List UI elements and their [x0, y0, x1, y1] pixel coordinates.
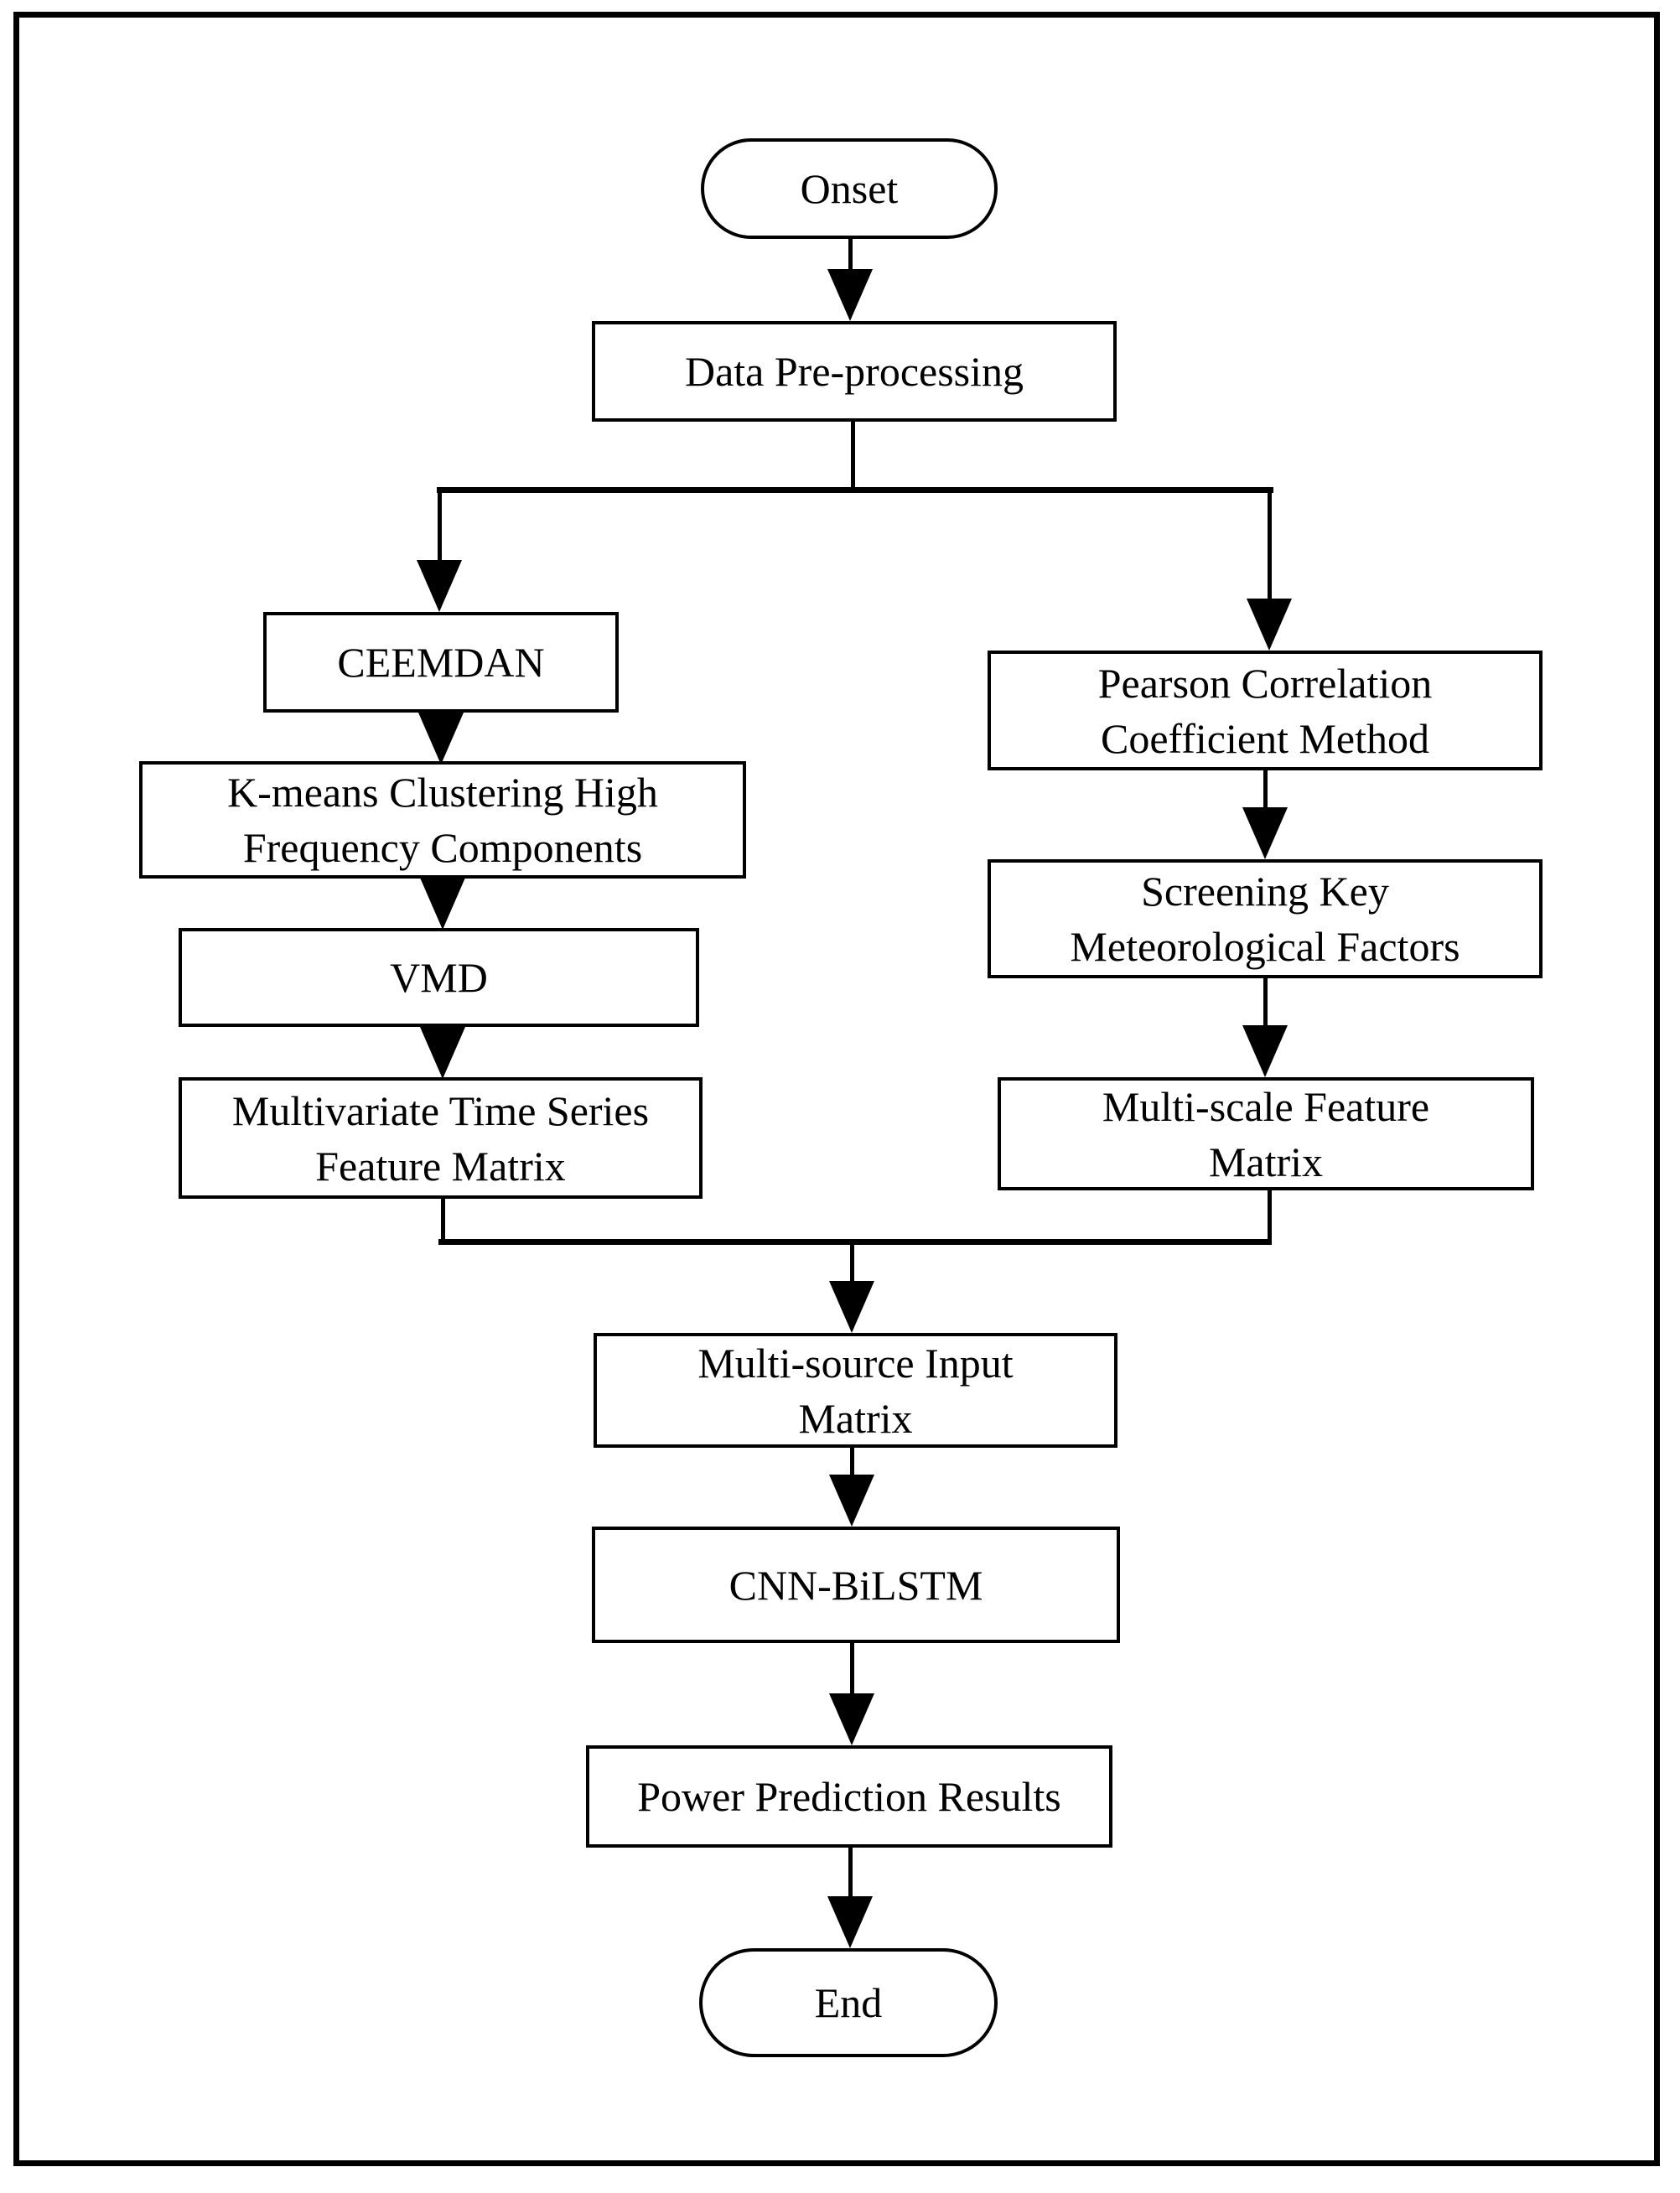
arrowhead-pearson-to-screening: [1242, 807, 1288, 859]
connector-merge-to-multisource: [850, 1245, 854, 1285]
arrowhead-ceemdan-to-kmeans: [418, 713, 464, 765]
flowchart-node-onset: Onset: [701, 138, 998, 239]
flowchart-node-vmd: VMD: [179, 928, 699, 1027]
flowchart-node-multiscale-feature-matrix: Multi-scale Feature Matrix: [998, 1077, 1534, 1190]
flowchart-node-kmeans-clustering: K-means Clustering High Frequency Compon…: [139, 761, 746, 879]
flowchart-node-screening-factors: Screening Key Meteorological Factors: [988, 859, 1543, 978]
flowchart-node-power-prediction-results: Power Prediction Results: [586, 1745, 1112, 1848]
arrowhead-multisource-to-cnn: [829, 1475, 874, 1527]
flowchart-node-ceemdan: CEEMDAN: [263, 612, 619, 713]
arrowhead-merge-to-multisource: [829, 1281, 874, 1333]
arrowhead-screening-to-multiscale: [1242, 1025, 1288, 1077]
connector-multiscale-to-merge: [1268, 1190, 1272, 1243]
flowchart-node-multivariate-time-series: Multivariate Time Series Feature Matrix: [179, 1077, 703, 1199]
connector-pearson-to-screening: [1263, 770, 1268, 812]
flowchart-node-data-preprocessing: Data Pre-processing: [592, 321, 1117, 422]
flowchart-node-pearson-correlation: Pearson Correlation Coefficient Method: [988, 651, 1543, 770]
flowchart-node-multisource-input-matrix: Multi-source Input Matrix: [594, 1333, 1117, 1448]
connector-screening-to-multiscale: [1263, 978, 1268, 1029]
arrowhead-kmeans-to-vmd: [420, 878, 465, 930]
outer-border-frame: [13, 12, 1660, 2166]
connector-onset-to-preprocess: [848, 239, 853, 272]
connector-split-to-ceemdan: [438, 490, 442, 562]
arrowhead-onset-to-preprocess: [827, 269, 873, 321]
connector-preprocess-to-split: [851, 422, 855, 493]
connector-merge-horizontal: [438, 1239, 1272, 1245]
connector-multisource-to-cnn: [850, 1448, 854, 1478]
arrowhead-vmd-to-multivariate: [420, 1027, 465, 1079]
arrowhead-split-to-pearson: [1247, 599, 1292, 651]
connector-power-to-end: [848, 1848, 853, 1900]
flowchart-node-cnn-bilstm: CNN-BiLSTM: [592, 1527, 1120, 1643]
connector-split-to-pearson: [1268, 490, 1272, 600]
connector-cnn-to-power: [850, 1643, 854, 1697]
flowchart-node-end: End: [699, 1948, 998, 2057]
arrowhead-power-to-end: [827, 1896, 873, 1948]
connector-multivariate-to-merge: [441, 1199, 445, 1245]
arrowhead-cnn-to-power: [829, 1693, 874, 1745]
arrowhead-split-to-ceemdan: [417, 560, 462, 612]
connector-split-horizontal: [437, 487, 1273, 493]
